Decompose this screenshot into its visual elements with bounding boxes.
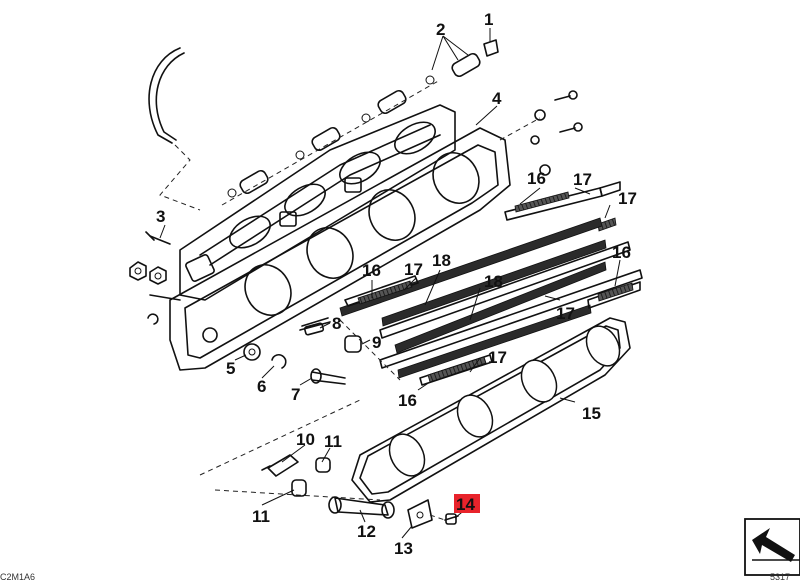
callout-15: 15 — [582, 404, 601, 423]
callout-6: 6 — [257, 377, 266, 396]
callout-4: 4 — [492, 89, 502, 108]
next-page-arrow-icon[interactable] — [744, 518, 800, 576]
callout-11a: 11 — [324, 432, 342, 451]
callout-17c: 17 — [404, 260, 423, 279]
callout-16b: 16 — [612, 243, 631, 262]
intake-manifold — [149, 127, 511, 371]
callout-9: 9 — [372, 333, 381, 352]
manifold-gasket-plate — [351, 317, 631, 503]
footer-left-code: C2M1A6 — [0, 572, 35, 581]
fuel-rail-housing — [179, 104, 456, 301]
callout-8: 8 — [332, 314, 341, 333]
gasket-stack — [339, 181, 643, 386]
footer-right-code: 5317 — [770, 572, 790, 581]
callout-16d: 16 — [398, 391, 417, 410]
callout-12: 12 — [357, 522, 376, 541]
callout-10: 10 — [296, 430, 315, 449]
callout-2: 2 — [436, 20, 445, 39]
callout-5: 5 — [226, 359, 235, 378]
callout-18a: 18 — [432, 251, 451, 270]
callout-17e: 17 — [488, 348, 507, 367]
callout-7: 7 — [291, 385, 300, 404]
vacuum-hose — [148, 47, 201, 211]
callout-16a: 16 — [527, 169, 546, 188]
stud-and-nut-left — [129, 231, 171, 325]
callout-11b: 11 — [252, 507, 270, 526]
fasteners-upper — [499, 90, 583, 176]
callout-3: 3 — [156, 207, 165, 226]
linkage-parts — [199, 399, 459, 529]
callout-14: 14 — [456, 495, 475, 514]
callout-14-highlight — [454, 494, 480, 513]
callout-18b: 18 — [484, 272, 503, 291]
callout-13: 13 — [394, 539, 413, 558]
callout-16c: 16 — [362, 261, 381, 280]
callout-labels: 1 2 4 3 16 17 17 16 16 17 18 18 17 17 16… — [156, 10, 637, 558]
callout-17d: 17 — [556, 304, 575, 323]
callout-17b: 17 — [618, 189, 637, 208]
callout-17a: 17 — [573, 170, 592, 189]
leader-lines — [159, 28, 621, 539]
injectors — [221, 52, 481, 206]
lower-left-parts — [243, 317, 362, 385]
clip-part — [483, 39, 499, 57]
callout-1: 1 — [484, 10, 493, 29]
